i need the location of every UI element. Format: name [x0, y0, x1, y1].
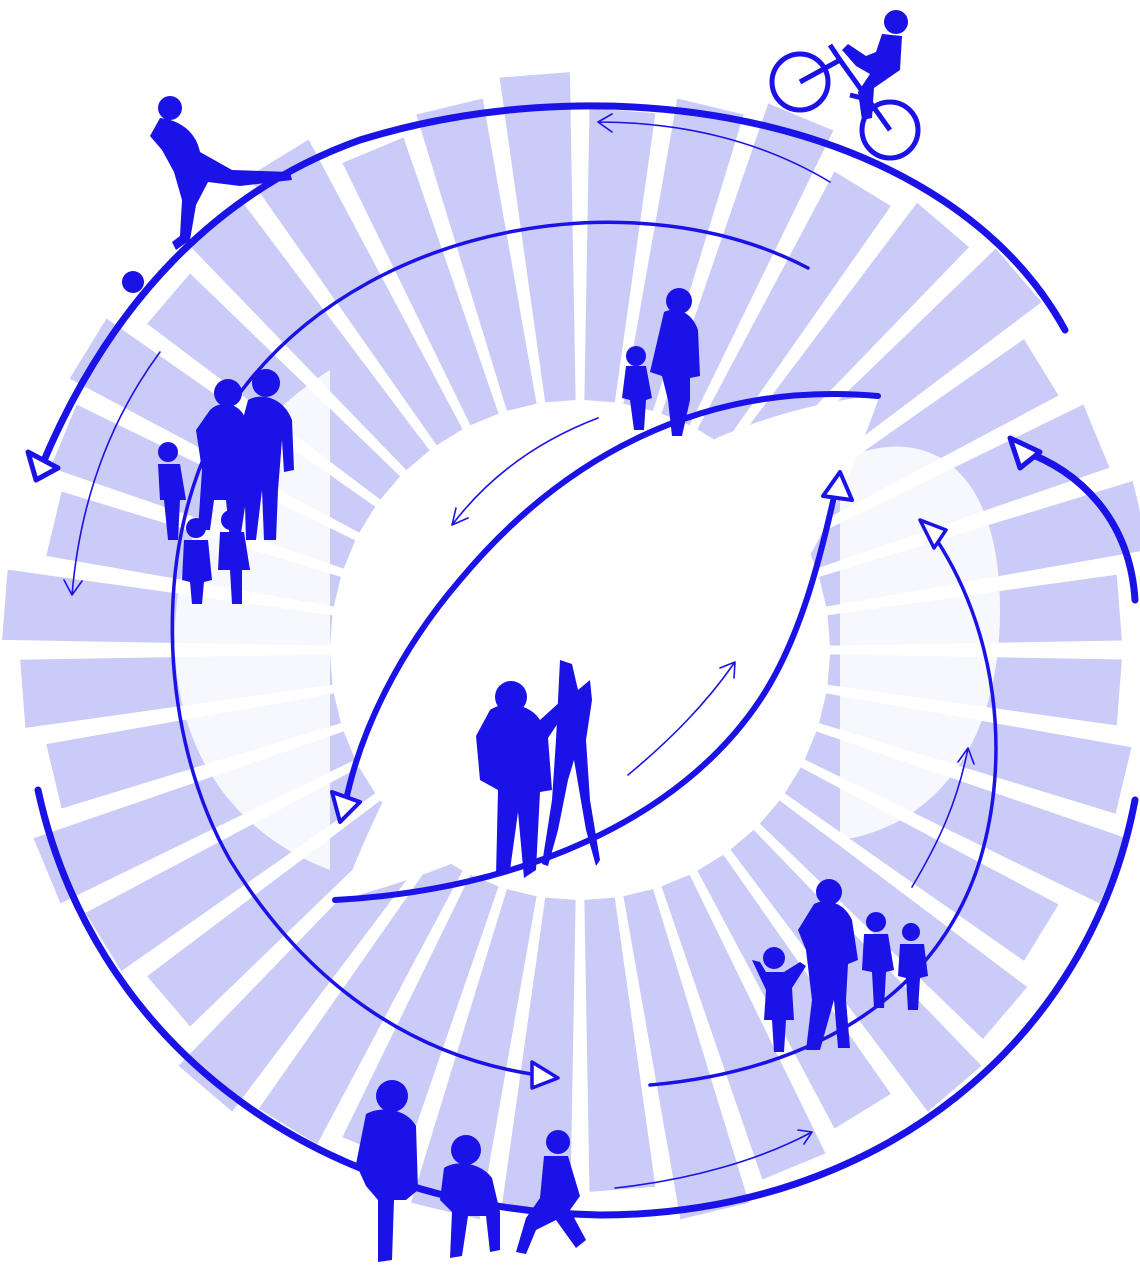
inner-void-right — [840, 447, 1000, 840]
